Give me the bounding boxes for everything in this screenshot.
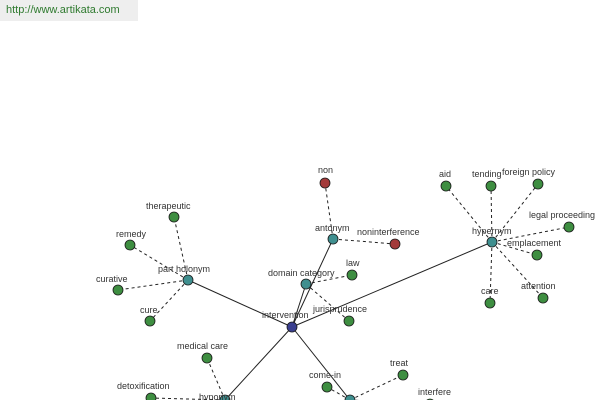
label-tending: tending: [472, 169, 502, 179]
edge-aid: [445, 185, 493, 243]
node-detoxification[interactable]: [145, 392, 157, 400]
node-law[interactable]: [346, 269, 358, 281]
node-therapeutic[interactable]: [168, 211, 180, 223]
label-therapeutic: therapeutic: [146, 201, 191, 211]
label-law: law: [346, 258, 360, 268]
edge-hyponym: [224, 326, 293, 400]
label-emplacement: emplacement: [507, 238, 562, 248]
edge-remedy: [129, 244, 189, 281]
node-medical-care[interactable]: [201, 352, 213, 364]
label-come-in: come-in: [309, 370, 341, 380]
node-intervention[interactable]: [286, 321, 298, 333]
source-url-banner[interactable]: http://www.artikata.com: [0, 0, 138, 21]
label-noninterference: noninterference: [357, 227, 420, 237]
node-foreign-policy[interactable]: [532, 178, 544, 190]
node-tending[interactable]: [485, 180, 497, 192]
edge-come-in: [326, 386, 351, 400]
edge-hypernym: [291, 241, 493, 328]
label-non: non: [318, 165, 333, 175]
edge-medical-care: [206, 357, 226, 400]
node-aid[interactable]: [440, 180, 452, 192]
node-emplacement[interactable]: [531, 249, 543, 261]
node-treat[interactable]: [397, 369, 409, 381]
edge-part-holonym: [187, 279, 293, 328]
edge-treat: [349, 374, 404, 400]
label-cure: cure: [140, 305, 158, 315]
label-intervention: intervention: [262, 310, 309, 320]
label-care: care: [481, 286, 499, 296]
node-attention[interactable]: [537, 292, 549, 304]
node-antonym[interactable]: [327, 233, 339, 245]
node-part-holonym[interactable]: [182, 274, 194, 286]
label-remedy: remedy: [116, 229, 147, 239]
edge-relation-5: [291, 326, 351, 400]
edge-care: [489, 241, 493, 304]
edge-attention: [491, 241, 544, 299]
label-medical-care: medical care: [177, 341, 228, 351]
label-domain-category: domain category: [268, 268, 335, 278]
edge-jurisprudence: [305, 283, 350, 322]
node-curative[interactable]: [112, 284, 124, 296]
node-legal-proceeding[interactable]: [563, 221, 575, 233]
label-curative: curative: [96, 274, 128, 284]
label-attention: attention: [521, 281, 556, 291]
label-interfere: interfere: [418, 387, 451, 397]
node-remedy[interactable]: [124, 239, 136, 251]
label-treat: treat: [390, 358, 409, 368]
label-jurisprudence: jurisprudence: [312, 304, 367, 314]
node-jurisprudence[interactable]: [343, 315, 355, 327]
edge-emplacement: [491, 241, 538, 256]
label-antonym: antonym: [315, 223, 350, 233]
node-hyponym[interactable]: [219, 394, 231, 400]
node-domain-category[interactable]: [300, 278, 312, 290]
edge-domain-category: [291, 283, 307, 328]
label-hypernym: hypernym: [472, 226, 512, 236]
node-hypernym[interactable]: [486, 236, 498, 248]
label-detoxification: detoxification: [117, 381, 170, 391]
label-part-holonym: part holonym: [158, 264, 210, 274]
node-come-in[interactable]: [321, 381, 333, 393]
edge-foreign-policy: [491, 183, 539, 243]
edge-legal-proceeding: [491, 226, 570, 243]
label-hyponym: hyponym: [199, 392, 236, 400]
edge-noninterference: [332, 238, 396, 245]
node-relation-5[interactable]: [344, 394, 356, 400]
label-legal-proceeding: legal proceeding: [529, 210, 595, 220]
edge-law: [305, 274, 353, 285]
edge-curative: [117, 279, 189, 291]
label-aid: aid: [439, 169, 451, 179]
label-foreign-policy: foreign policy: [502, 167, 556, 177]
node-cure[interactable]: [144, 315, 156, 327]
node-noninterference[interactable]: [389, 238, 401, 250]
node-non[interactable]: [319, 177, 331, 189]
node-care[interactable]: [484, 297, 496, 309]
edge-therapeutic: [173, 216, 189, 281]
